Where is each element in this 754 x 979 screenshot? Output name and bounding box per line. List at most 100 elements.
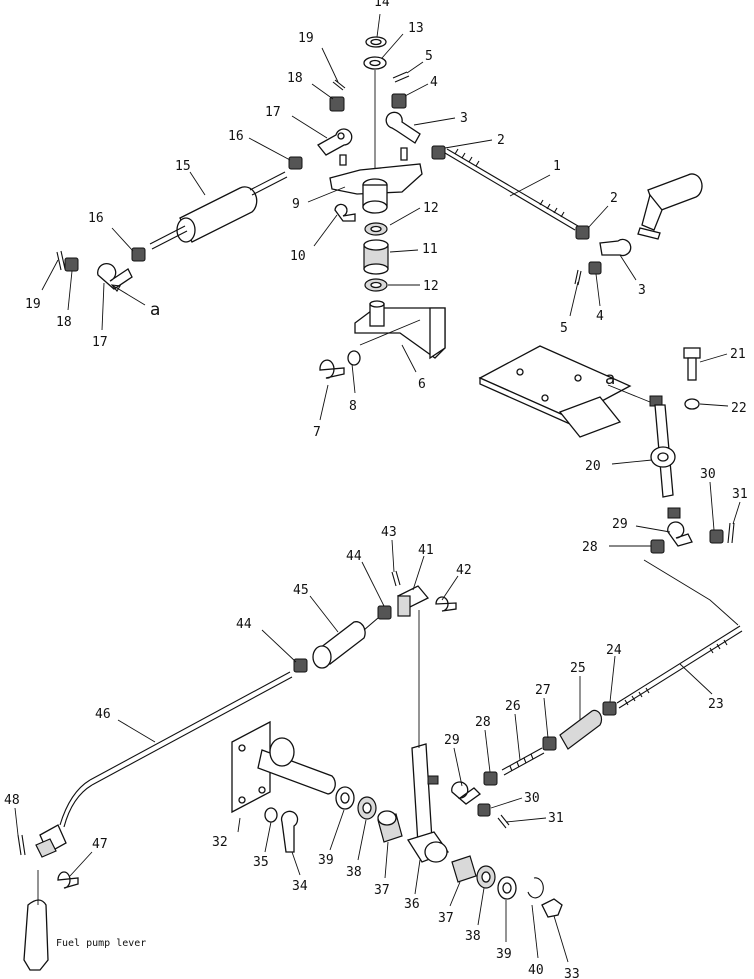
label-20: 20: [585, 459, 601, 474]
leader-31b: [505, 817, 547, 823]
control-rod: [89, 671, 291, 781]
ball-joint: [317, 128, 353, 156]
lock-washer: [347, 350, 361, 366]
adjuster-rod: [363, 617, 379, 631]
label-29b: 29: [444, 733, 460, 748]
threaded-rod: [616, 625, 741, 704]
label-6: 6: [418, 377, 426, 392]
rod-clevis-jaw: [35, 838, 57, 858]
label-16: 16: [228, 129, 244, 144]
arrow-line: [111, 284, 146, 306]
turnbuckle-sleeve: [559, 709, 603, 750]
part-number-labels: 14 13 19 5 18 4 17 3 16 2 15 1 9 12 2 16…: [4, 0, 748, 979]
label-3: 3: [460, 111, 468, 126]
leader-5b: [569, 281, 579, 317]
shaft-housing: [558, 396, 622, 438]
threaded-rod: [501, 747, 543, 771]
label-a2: a: [605, 369, 615, 389]
label-5b: 5: [560, 321, 568, 336]
label-25: 25: [570, 661, 586, 676]
clevis-body: [397, 595, 411, 617]
label-19b: 19: [25, 297, 41, 312]
lock-nut: [293, 658, 308, 673]
damper-rod: [149, 225, 186, 245]
cotter-pin: [392, 71, 410, 83]
label-34: 34: [292, 879, 308, 894]
leader-15: [189, 171, 206, 196]
arm-stud: [427, 775, 439, 785]
leader-29b: [453, 747, 463, 787]
control-rod-bend: [59, 779, 93, 828]
lock-nut: [431, 145, 446, 160]
damper-rod: [251, 176, 288, 196]
threaded-rod: [503, 752, 545, 776]
leader-9: [307, 186, 346, 203]
leader-6: [401, 344, 417, 373]
leader-lines: [14, 13, 741, 963]
label-30b: 30: [524, 791, 540, 806]
label-4: 4: [430, 75, 438, 90]
rod-threads: [624, 639, 728, 706]
label-44b: 44: [236, 617, 252, 632]
adjuster-body: [319, 621, 366, 665]
leader-44a: [361, 561, 385, 607]
bolt: [280, 810, 299, 853]
label-31b: 31: [548, 811, 564, 826]
plate-hole: [238, 744, 246, 752]
leader-2: [444, 139, 493, 149]
castle-nut: [709, 529, 724, 544]
label-13: 13: [408, 21, 424, 36]
label-35: 35: [253, 855, 269, 870]
damper-end: [176, 217, 196, 243]
rod-threads: [509, 753, 534, 772]
leader-2b: [587, 205, 609, 229]
lever-pin: [667, 507, 681, 519]
label-17b: 17: [92, 335, 108, 350]
bolt: [319, 359, 345, 379]
leader-14: [376, 13, 381, 38]
bolt: [334, 203, 356, 222]
leader-10: [313, 214, 338, 247]
label-45: 45: [293, 583, 309, 598]
label-16b: 16: [88, 211, 104, 226]
bolt-shank: [687, 357, 697, 381]
ball-joint: [599, 238, 632, 257]
leader-30: [709, 481, 715, 531]
label-47: 47: [92, 837, 108, 852]
leader-35: [264, 821, 272, 853]
label-39: 39: [318, 853, 334, 868]
fuel-pump-lever: [23, 899, 49, 971]
label-42: 42: [456, 563, 472, 578]
label-39b: 39: [496, 947, 512, 962]
label-11: 11: [422, 242, 438, 257]
label-9: 9: [292, 197, 300, 212]
lock-nut: [542, 736, 557, 751]
leader-29: [635, 525, 671, 533]
leader-16: [248, 137, 291, 161]
label-10: 10: [290, 249, 306, 264]
castle-nut: [329, 96, 345, 112]
castle-nut: [477, 803, 491, 817]
label-24: 24: [606, 643, 622, 658]
label-5: 5: [425, 49, 433, 64]
label-43: 43: [381, 525, 397, 540]
label-40: 40: [528, 963, 544, 978]
label-48: 48: [4, 793, 20, 808]
label-23: 23: [708, 697, 724, 712]
leader-1: [509, 174, 551, 197]
leader-16b: [111, 227, 134, 252]
label-33: 33: [564, 967, 580, 979]
leader-45: [309, 595, 339, 633]
leader-7: [319, 384, 329, 421]
governor-pin: [637, 227, 661, 240]
snap-ring-inner: [370, 38, 382, 46]
leader-3: [413, 117, 456, 126]
plate-hole: [516, 368, 524, 376]
lever-hub-bore: [657, 452, 669, 462]
label-3b: 3: [638, 283, 646, 298]
label-32: 32: [212, 835, 228, 850]
lock-nut: [650, 539, 665, 554]
control-rod: [91, 676, 293, 786]
governor-arm: [641, 193, 663, 231]
castle-nut: [588, 261, 602, 275]
